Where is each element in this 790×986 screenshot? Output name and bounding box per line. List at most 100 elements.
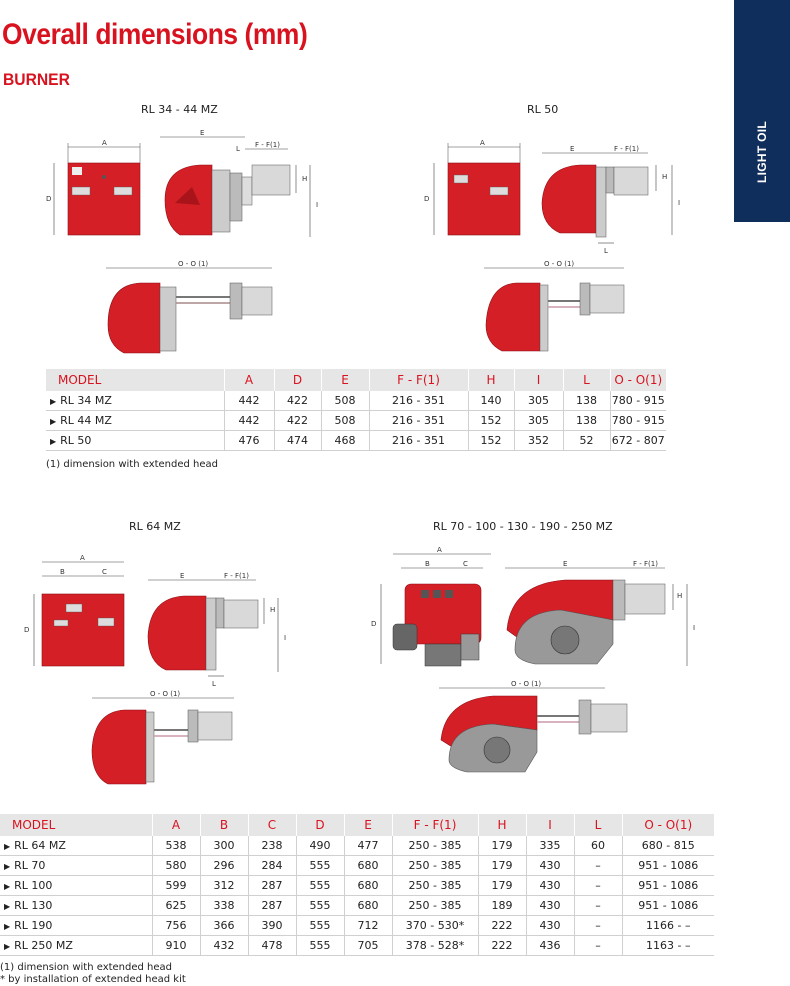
diagram-rl64: A B C D E F - F(1) L H I O - O (1) bbox=[24, 554, 286, 785]
model-name: RL 250 MZ bbox=[14, 939, 73, 952]
dim-a: A bbox=[80, 554, 85, 562]
model-name: RL 130 bbox=[14, 899, 53, 912]
section-subtitle: BURNER bbox=[3, 70, 70, 89]
dim-h: H bbox=[662, 173, 667, 181]
caption-rl70-250: RL 70 - 100 - 130 - 190 - 250 MZ bbox=[433, 520, 613, 533]
dim-i: I bbox=[678, 199, 680, 207]
col-b: B bbox=[199, 814, 248, 836]
col-c: C bbox=[247, 814, 296, 836]
col-model: MODEL bbox=[0, 814, 152, 836]
col-e: E bbox=[343, 814, 392, 836]
dim-i: I bbox=[284, 634, 286, 642]
front-view: A D bbox=[424, 139, 521, 236]
col-d: D bbox=[273, 369, 321, 391]
dim-f: F - F(1) bbox=[255, 141, 280, 149]
col-d: D bbox=[295, 814, 344, 836]
model-name: RL 50 bbox=[60, 434, 92, 447]
table2-footnote-1: (1) dimension with extended head bbox=[0, 962, 173, 973]
front-view: A B C D bbox=[24, 554, 125, 667]
table-header-row: MODEL A D E F - F(1) H I L O - O(1) bbox=[46, 369, 666, 391]
dim-e: E bbox=[200, 129, 204, 137]
dim-b: B bbox=[425, 560, 430, 568]
dim-o: O - O (1) bbox=[544, 260, 574, 268]
col-i: I bbox=[513, 369, 563, 391]
dim-l: L bbox=[212, 680, 216, 688]
col-h: H bbox=[477, 814, 526, 836]
col-l: L bbox=[562, 369, 610, 391]
caption-rl64: RL 64 MZ bbox=[129, 520, 181, 533]
dim-d: D bbox=[24, 626, 29, 634]
dim-o: O - O (1) bbox=[150, 690, 180, 698]
dim-c: C bbox=[463, 560, 468, 568]
dim-a: A bbox=[437, 546, 442, 554]
table-rl64-250: MODEL A B C D E F - F(1) H I L O - O(1) … bbox=[0, 814, 714, 956]
col-f: F - F(1) bbox=[391, 814, 478, 836]
model-name: RL 64 MZ bbox=[14, 839, 66, 852]
side-tab-label: LIGHT OIL bbox=[755, 120, 769, 184]
col-h: H bbox=[467, 369, 514, 391]
side-view: E F - F(1) L H I bbox=[541, 145, 680, 255]
dim-e: E bbox=[570, 145, 574, 153]
dim-h: H bbox=[302, 175, 307, 183]
col-i: I bbox=[525, 814, 574, 836]
diagram-rl34-44: A D E F - F(1) L H I O - O (1) bbox=[46, 129, 318, 354]
dim-l: L bbox=[604, 247, 608, 255]
model-name: RL 190 bbox=[14, 919, 53, 932]
dim-h: H bbox=[270, 606, 275, 614]
col-a: A bbox=[151, 814, 200, 836]
bottom-view: O - O (1) bbox=[91, 690, 234, 785]
caption-rl34-44: RL 34 - 44 MZ bbox=[141, 103, 218, 116]
dim-i: I bbox=[316, 201, 318, 209]
col-model: MODEL bbox=[46, 369, 224, 391]
front-view: A B C D bbox=[371, 546, 491, 667]
col-a: A bbox=[223, 369, 274, 391]
side-view: E F - F(1) L H I bbox=[160, 129, 318, 237]
dim-l: L bbox=[236, 145, 240, 153]
table-header-row: MODEL A B C D E F - F(1) H I L O - O(1) bbox=[0, 814, 714, 836]
diagram-rl50: A D E F - F(1) L H I O - O (1) bbox=[424, 139, 680, 352]
side-view: E F - F(1) H I bbox=[505, 560, 695, 666]
dim-b: B bbox=[60, 568, 65, 576]
dim-f: F - F(1) bbox=[224, 572, 249, 580]
col-e: E bbox=[320, 369, 369, 391]
caption-rl50: RL 50 bbox=[527, 103, 559, 116]
page-title: Overall dimensions (mm) bbox=[2, 18, 308, 51]
side-tab-light-oil: LIGHT OIL bbox=[734, 0, 790, 222]
front-view: A D bbox=[46, 139, 141, 236]
col-l: L bbox=[573, 814, 622, 836]
side-view: E F - F(1) L H I bbox=[147, 572, 286, 688]
dim-o: O - O (1) bbox=[178, 260, 208, 268]
model-name: RL 44 MZ bbox=[60, 414, 112, 427]
dim-a: A bbox=[102, 139, 107, 147]
dim-f: F - F(1) bbox=[633, 560, 658, 568]
table1-footnote: (1) dimension with extended head bbox=[46, 459, 219, 470]
dim-d: D bbox=[371, 620, 376, 628]
col-o: O - O(1) bbox=[609, 369, 666, 391]
dim-c: C bbox=[102, 568, 107, 576]
dim-o: O - O (1) bbox=[511, 680, 541, 688]
bottom-view: O - O (1) bbox=[439, 680, 628, 773]
dim-e: E bbox=[180, 572, 184, 580]
dim-e: E bbox=[563, 560, 567, 568]
dim-d: D bbox=[46, 195, 51, 203]
diagram-rl70-250: A B C D E F - F(1) H I O - O (1) bbox=[371, 546, 695, 773]
dim-i: I bbox=[693, 624, 695, 632]
dim-a: A bbox=[480, 139, 485, 147]
table2-footnote-2: * by installation of extended head kit bbox=[0, 974, 186, 985]
table-rl34-50: MODEL A D E F - F(1) H I L O - O(1) ▶RL … bbox=[46, 369, 666, 451]
col-f: F - F(1) bbox=[368, 369, 468, 391]
dim-d: D bbox=[424, 195, 429, 203]
model-name: RL 70 bbox=[14, 859, 46, 872]
model-name: RL 100 bbox=[14, 879, 53, 892]
dim-h: H bbox=[677, 592, 682, 600]
bottom-view: O - O (1) bbox=[484, 260, 625, 352]
